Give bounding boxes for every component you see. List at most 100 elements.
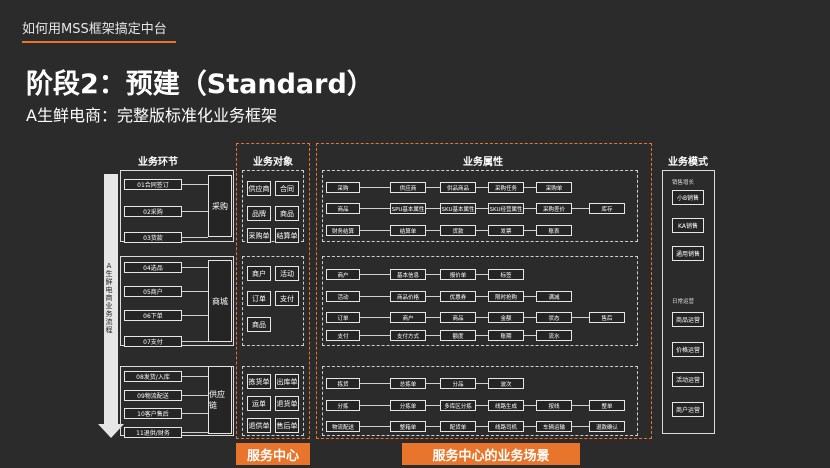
process-step: 05商户 (124, 286, 182, 297)
business-object: 退供单 (247, 418, 271, 433)
process-step: 08发货/入库 (124, 371, 182, 382)
business-object: 售后单 (275, 418, 299, 433)
attribute-item: SKU经营属性 (488, 203, 524, 214)
header-underline (22, 41, 176, 43)
attribute-item: 结算单 (390, 225, 426, 236)
attribute-item: 配货单 (440, 421, 476, 432)
business-object: 合同 (275, 181, 299, 196)
attribute-item: 总拣单 (390, 378, 426, 389)
attribute-item: 活动 (326, 291, 360, 302)
attributes-group-frame-2 (322, 366, 638, 436)
attribute-item: 支付 (326, 330, 360, 341)
mode-item: 小B销售 (672, 190, 704, 205)
attribute-item: 账期 (488, 330, 524, 341)
attribute-item: 满减 (536, 291, 572, 302)
attribute-item: 采购任务 (488, 182, 524, 193)
business-object: 商品 (275, 206, 299, 221)
stage-box-0: 采购 (208, 175, 232, 237)
objects-group-frame-0 (242, 170, 304, 242)
process-step: 10客户售后 (124, 408, 182, 419)
process-step: 09物流配送 (124, 390, 182, 401)
service-center-label: 服务中心 (236, 443, 310, 465)
attribute-item: 分拣 (326, 400, 360, 411)
attribute-item: 订单 (326, 312, 360, 323)
attribute-item: 分拣单 (390, 400, 426, 411)
attribute-item: SKU基本属性 (440, 203, 476, 214)
process-label-char: 生 (105, 270, 113, 278)
attribute-item: SPU基本属性 (390, 203, 426, 214)
attribute-item: 商户 (390, 312, 426, 323)
attribute-item: 采购 (326, 182, 360, 193)
attribute-item: 财务结算 (326, 225, 360, 236)
process-label-char: 程 (105, 326, 113, 334)
attribute-item: 报价单 (440, 269, 476, 280)
attribute-item: 商户 (326, 269, 360, 280)
attribute-item: 标签 (488, 269, 524, 280)
stage-box-2: 供应链 (208, 366, 232, 434)
page-title: 阶段2：预建（Standard） (26, 69, 374, 100)
mode-item: 价格运营 (672, 342, 704, 357)
process-step: 02采购 (124, 206, 182, 217)
page-subtitle: A生鲜电商：完整版标准化业务框架 (26, 106, 277, 125)
attribute-item: 商品 (326, 203, 360, 214)
attribute-item: 车辆运输 (536, 421, 572, 432)
business-object: 结算单 (275, 228, 299, 243)
mode-item: KA销售 (672, 218, 704, 233)
column-title-objects: 业务对象 (253, 157, 293, 168)
column-title-modes: 业务模式 (668, 157, 708, 168)
process-label-char: 流 (105, 318, 113, 326)
mode-item: 活动运营 (672, 372, 704, 387)
mode-item: 商户运营 (672, 402, 704, 417)
attributes-group-frame-1 (322, 256, 638, 346)
attribute-item: 额度 (440, 330, 476, 341)
attribute-item: 支付方式 (390, 330, 426, 341)
attribute-item: 采购单 (536, 182, 572, 193)
process-label-char: 商 (105, 294, 113, 302)
process-label-char: A (106, 262, 112, 270)
process-step: 01合同签订 (124, 179, 182, 190)
service-scenes-label: 服务中心的业务场景 (402, 443, 580, 465)
attribute-item: 拣货 (326, 378, 360, 389)
business-object: 运单 (247, 396, 271, 411)
attribute-item: 状态 (536, 312, 572, 323)
business-object: 商户 (247, 266, 271, 281)
business-object: 退货单 (275, 396, 299, 411)
attribute-item: 流水 (536, 330, 572, 341)
process-label-char: 电 (105, 286, 113, 294)
business-object: 订单 (247, 291, 271, 306)
attribute-item: 退款确认 (589, 421, 625, 432)
attribute-item: 限时抢购 (488, 291, 524, 302)
mode-group-label: 日常运营 (672, 299, 695, 305)
business-object: 活动 (275, 266, 299, 281)
process-label-char: 业 (105, 302, 113, 310)
objects-dashed-frame (236, 143, 310, 439)
process-label-char: 务 (105, 310, 113, 318)
objects-group-frame-1 (242, 256, 304, 346)
attribute-item: 整箱单 (390, 421, 426, 432)
attribute-item: 线路生成 (488, 400, 524, 411)
process-step: 07支付 (124, 336, 182, 347)
attribute-item: 库存 (589, 203, 625, 214)
attribute-item: 物流配送 (326, 421, 360, 432)
mode-group-label: 销售增长 (672, 180, 695, 186)
business-object: 供应商 (247, 181, 271, 196)
mode-item: 商品运营 (672, 312, 704, 327)
attribute-item: 整单 (589, 400, 625, 411)
mode-item: 通用销售 (672, 246, 704, 261)
process-step: 03货款 (124, 232, 182, 243)
attribute-item: 线路司机 (488, 421, 524, 432)
process-step: 06下单 (124, 310, 182, 321)
process-arrow (98, 174, 124, 438)
attribute-item: 优惠券 (440, 291, 476, 302)
attribute-item: 按线 (536, 400, 572, 411)
column-title-stages: 业务环节 (138, 157, 178, 168)
attributes-group-frame-0 (322, 170, 638, 242)
attribute-item: 金额 (488, 312, 524, 323)
attribute-item: 供应商 (390, 182, 426, 193)
attribute-item: 供品商品 (440, 182, 476, 193)
attribute-item: 货款 (440, 225, 476, 236)
business-object: 出库单 (275, 374, 299, 389)
objects-group-frame-2 (242, 366, 304, 436)
